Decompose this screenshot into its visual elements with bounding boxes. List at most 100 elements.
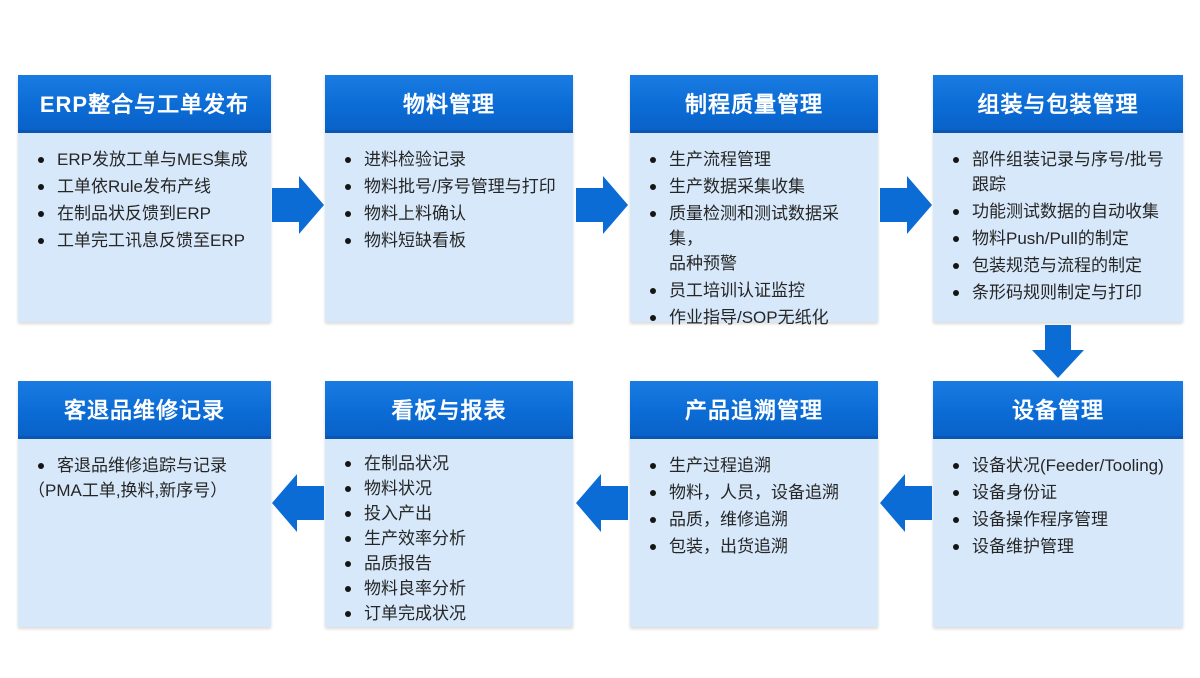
list-item-text: 工单依Rule发布产线	[57, 177, 211, 196]
feature-list: 在制品状况 物料状况 投入产出 生产效率分析 品质报告 物料良率分析 订单完成状…	[338, 451, 567, 626]
bullet-dot	[953, 290, 959, 296]
box-body: 在制品状况 物料状况 投入产出 生产效率分析 品质报告 物料良率分析 订单完成状…	[325, 439, 573, 627]
feature-list: ERP发放工单与MES集成 工单依Rule发布产线 在制品状反馈到ERP 工单完…	[31, 147, 265, 253]
list-item-text: 物料良率分析	[364, 579, 466, 598]
list-item: 进料检验记录	[338, 147, 567, 172]
bullet-dot	[953, 157, 959, 163]
list-item: 功能测试数据的自动收集	[946, 199, 1177, 224]
box-header: 组装与包装管理	[933, 75, 1183, 133]
list-item-text: 物料状况	[364, 479, 432, 498]
bullet-dot	[38, 463, 44, 469]
bullet-dot	[345, 184, 351, 190]
process-box-kanban-reports: 看板与报表 在制品状况 物料状况 投入产出 生产效率分析 品质报告 物料良率分析…	[325, 381, 573, 627]
list-item-text: 物料，人员，设备追溯	[669, 483, 839, 502]
process-box-assembly-packaging: 组装与包装管理 部件组装记录与序号/批号跟踪 功能测试数据的自动收集 物料Pus…	[933, 75, 1183, 322]
feature-list: 生产流程管理 生产数据采集收集 质量检测和测试数据采集，品种预警 员工培训认证监…	[643, 147, 872, 330]
list-item: 条形码规则制定与打印	[946, 280, 1177, 305]
list-item-text: 生产数据采集收集	[669, 177, 805, 196]
bullet-dot	[953, 490, 959, 496]
list-item-text: 设备维护管理	[972, 537, 1074, 556]
bullet-dot	[953, 517, 959, 523]
box-body: 设备状况(Feeder/Tooling) 设备身份证 设备操作程序管理 设备维护…	[933, 439, 1183, 627]
list-item: 包装规范与流程的制定	[946, 253, 1177, 278]
bullet-dot	[650, 544, 656, 550]
list-item-text: 物料上料确认	[364, 204, 466, 223]
list-item: 设备状况(Feeder/Tooling)	[946, 453, 1177, 478]
box-title: ERP整合与工单发布	[39, 91, 250, 117]
box-body: 进料检验记录 物料批号/序号管理与打印 物料上料确认 物料短缺看板	[325, 133, 573, 322]
list-item: 员工培训认证监控	[643, 278, 872, 303]
list-item-text: 进料检验记录	[364, 150, 466, 169]
list-item: 物料状况	[338, 476, 567, 501]
flow-arrow-down	[1032, 325, 1084, 378]
bullet-dot	[650, 211, 656, 217]
feature-list: 部件组装记录与序号/批号跟踪 功能测试数据的自动收集 物料Push/Pull的制…	[946, 147, 1177, 305]
list-item-text: 生产过程追溯	[669, 456, 771, 475]
bullet-dot	[38, 238, 44, 244]
list-item-text: 品质报告	[364, 554, 432, 573]
list-item-text: 部件组装记录与序号/批号	[972, 150, 1164, 169]
list-item: 客退品维修追踪与记录 （PMA工单,换料,新序号）	[28, 453, 265, 503]
box-header: 制程质量管理	[630, 75, 878, 133]
list-item-text: 设备状况(Feeder/Tooling)	[972, 456, 1164, 475]
list-item: 生产数据采集收集	[643, 174, 872, 199]
bullet-dot	[345, 536, 351, 542]
flow-arrow-left-3	[272, 474, 324, 532]
bullet-dot	[953, 463, 959, 469]
list-item-text: 订单完成状况	[364, 604, 466, 623]
bullet-dot	[38, 211, 44, 217]
list-item-text: 包装规范与流程的制定	[972, 256, 1142, 275]
process-box-product-traceability: 产品追溯管理 生产过程追溯 物料，人员，设备追溯 品质，维修追溯 包装，出货追溯	[630, 381, 878, 627]
list-item-text: 在制品状况	[364, 454, 449, 473]
box-header: 物料管理	[325, 75, 573, 133]
bullet-dot	[650, 184, 656, 190]
bullet-dot	[650, 517, 656, 523]
box-body: 客退品维修追踪与记录 （PMA工单,换料,新序号）	[18, 439, 271, 627]
list-item: 作业指导/SOP无纸化	[643, 305, 872, 330]
bullet-dot	[650, 157, 656, 163]
bullet-dot	[953, 209, 959, 215]
list-item-text: 生产流程管理	[669, 150, 771, 169]
bullet-dot	[650, 463, 656, 469]
flow-arrow-left-1	[880, 474, 932, 532]
list-item: 订单完成状况	[338, 601, 567, 626]
bullet-dot	[345, 238, 351, 244]
list-item: 品质报告	[338, 551, 567, 576]
bullet-dot	[38, 184, 44, 190]
flow-arrow-right-2	[576, 176, 628, 234]
box-body: ERP发放工单与MES集成 工单依Rule发布产线 在制品状反馈到ERP 工单完…	[18, 133, 271, 322]
box-header: ERP整合与工单发布	[18, 75, 271, 133]
bullet-dot	[953, 263, 959, 269]
bullet-dot	[345, 611, 351, 617]
list-item: 品质，维修追溯	[643, 507, 872, 532]
bullet-dot	[345, 586, 351, 592]
list-item-text: 员工培训认证监控	[669, 281, 805, 300]
list-item-text: 作业指导/SOP无纸化	[669, 308, 829, 327]
flow-arrow-right-3	[880, 176, 932, 234]
list-item-text-line2: 跟踪	[972, 175, 1006, 194]
bullet-dot	[650, 490, 656, 496]
list-item-text: 在制品状反馈到ERP	[57, 204, 211, 223]
bullet-dot	[345, 211, 351, 217]
bullet-dot	[650, 288, 656, 294]
process-box-erp-integration: ERP整合与工单发布 ERP发放工单与MES集成 工单依Rule发布产线 在制品…	[18, 75, 271, 322]
box-title: 产品追溯管理	[684, 397, 823, 423]
list-item: 物料良率分析	[338, 576, 567, 601]
box-body: 生产过程追溯 物料，人员，设备追溯 品质，维修追溯 包装，出货追溯	[630, 439, 878, 627]
bullet-dot	[345, 157, 351, 163]
list-item: 在制品状反馈到ERP	[31, 201, 265, 226]
box-body: 生产流程管理 生产数据采集收集 质量检测和测试数据采集，品种预警 员工培训认证监…	[630, 133, 878, 327]
flow-arrow-left-2	[576, 474, 628, 532]
list-item: 物料上料确认	[338, 201, 567, 226]
list-item: 工单依Rule发布产线	[31, 174, 265, 199]
list-item: 工单完工讯息反馈至ERP	[31, 228, 265, 253]
list-item-text: 生产效率分析	[364, 529, 466, 548]
box-title: 制程质量管理	[684, 91, 823, 117]
list-item-text: 投入产出	[364, 504, 432, 523]
box-title: 组装与包装管理	[977, 91, 1139, 117]
list-item-text: 客退品维修追踪与记录	[57, 456, 227, 475]
list-item-text: 设备身份证	[972, 483, 1057, 502]
list-item-text-line2: （PMA工单,换料,新序号）	[28, 481, 228, 500]
box-title: 看板与报表	[391, 397, 507, 423]
